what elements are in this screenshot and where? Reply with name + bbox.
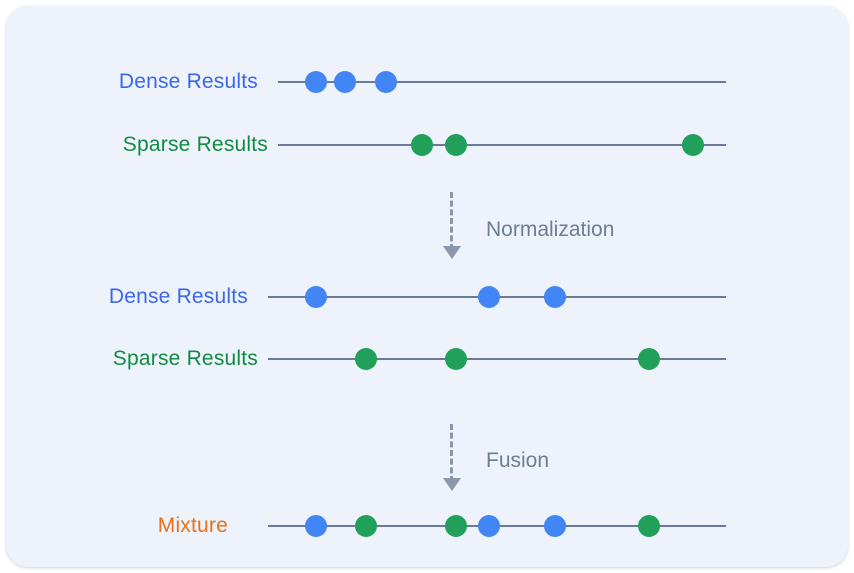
result-dot-sparse bbox=[355, 348, 377, 370]
result-dot-dense bbox=[305, 286, 327, 308]
row-label-dense-before: Dense Results bbox=[118, 70, 258, 93]
result-dot-dense bbox=[544, 515, 566, 537]
axis-line-sparse-after bbox=[268, 358, 726, 360]
result-dot-dense bbox=[305, 71, 327, 93]
result-dot-dense bbox=[334, 71, 356, 93]
row-label-sparse-before: Sparse Results bbox=[122, 133, 268, 156]
result-dot-dense bbox=[544, 286, 566, 308]
result-dot-sparse bbox=[411, 134, 433, 156]
result-dot-dense bbox=[375, 71, 397, 93]
result-dot-dense bbox=[478, 286, 500, 308]
arrow-normalization bbox=[443, 192, 461, 259]
result-dot-sparse bbox=[638, 348, 660, 370]
row-label-mixture: Mixture bbox=[157, 514, 228, 537]
arrow-head-icon bbox=[443, 478, 461, 491]
arrow-shaft-icon bbox=[450, 424, 453, 482]
result-dot-sparse bbox=[445, 515, 467, 537]
arrow-head-icon bbox=[443, 246, 461, 259]
arrow-label-fusion: Fusion bbox=[486, 449, 550, 472]
row-label-sparse-after: Sparse Results bbox=[112, 347, 258, 370]
row-sparse-after: Sparse Results bbox=[6, 339, 746, 379]
row-label-dense-after: Dense Results bbox=[108, 285, 248, 308]
result-dot-sparse bbox=[682, 134, 704, 156]
result-dot-sparse bbox=[445, 134, 467, 156]
row-dense-before: Dense Results bbox=[6, 62, 746, 102]
row-mixture: Mixture bbox=[6, 506, 746, 546]
diagram-card: Dense Results Sparse Results Normalizati… bbox=[6, 6, 848, 567]
axis-line-sparse-before bbox=[278, 144, 726, 146]
result-dot-sparse bbox=[445, 348, 467, 370]
result-dot-sparse bbox=[355, 515, 377, 537]
arrow-label-normalization: Normalization bbox=[486, 218, 615, 241]
axis-line-dense-before bbox=[278, 81, 726, 83]
result-dot-dense bbox=[478, 515, 500, 537]
arrow-shaft-icon bbox=[450, 192, 453, 250]
result-dot-sparse bbox=[638, 515, 660, 537]
result-dot-dense bbox=[305, 515, 327, 537]
row-dense-after: Dense Results bbox=[6, 277, 746, 317]
row-sparse-before: Sparse Results bbox=[6, 125, 746, 165]
arrow-fusion bbox=[443, 424, 461, 491]
